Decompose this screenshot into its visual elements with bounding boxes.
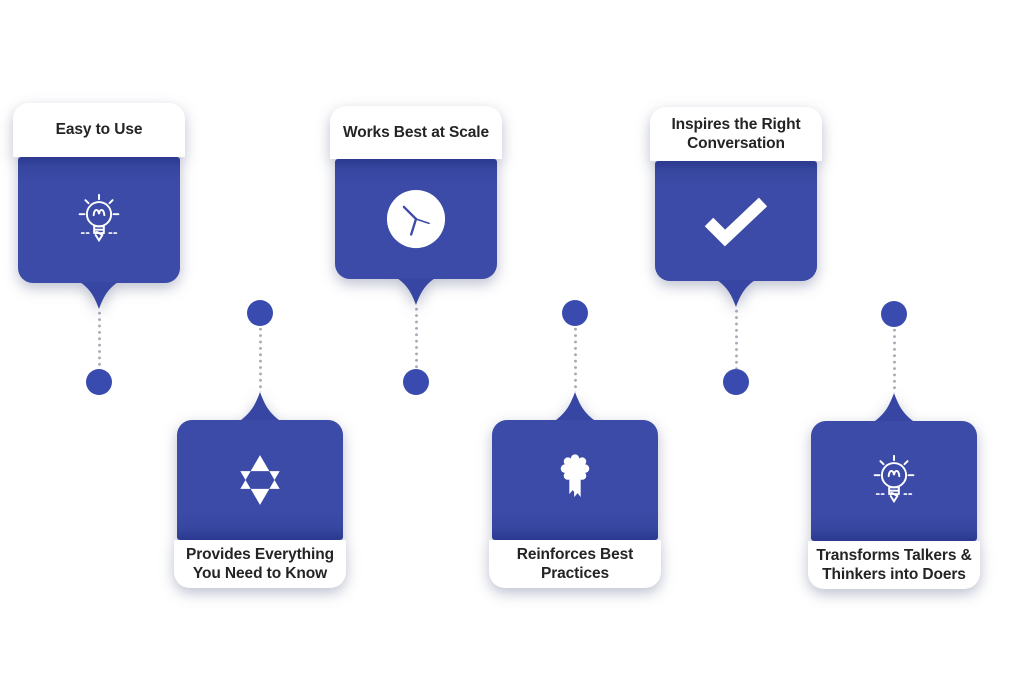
dotted-connector (97, 310, 101, 369)
connector-dot (403, 369, 429, 395)
card-title-line1: Works Best at Scale (343, 123, 489, 141)
pointer-tail-up-icon (241, 392, 279, 420)
card: Easy to Use (13, 103, 185, 309)
card-icon-panel (18, 157, 180, 283)
feature-easy-to-use: Easy to Use (13, 103, 185, 395)
card-title: Reinforces Best Practices (489, 540, 661, 588)
dotted-connector (414, 306, 418, 369)
card-icon-panel (655, 161, 817, 281)
card: Works Best at Scale (330, 106, 502, 305)
card-title-line2: Thinkers into Doers (822, 566, 966, 583)
card-title-line2: You Need to Know (192, 565, 328, 582)
award-ribbon-icon (560, 454, 590, 498)
feature-provides-everything-you-need-to-know: Provides Everything You Need to Know (174, 300, 346, 588)
star-of-david-icon (240, 455, 280, 505)
connector-dot (723, 369, 749, 395)
dotted-connector (892, 327, 896, 393)
lightbulb-icon (873, 454, 915, 504)
dotted-connector (258, 326, 262, 392)
dotted-connector (573, 326, 577, 392)
card-icon-panel (177, 420, 343, 540)
checkmark-icon (704, 197, 768, 247)
pointer-tail-down-icon (717, 280, 755, 307)
card-title: Transforms Talkers & Thinkers into Doers (808, 541, 980, 589)
feature-works-best-at-scale: Works Best at Scale (330, 106, 502, 395)
card: Reinforces Best Practices (489, 392, 661, 588)
card-title-line2: Practices (540, 565, 610, 582)
card: Provides Everything You Need to Know (174, 392, 346, 588)
lightbulb-icon (78, 193, 120, 243)
connector-dot (86, 369, 112, 395)
feature-transforms-talkers-thinkers-into-doers: Transforms Talkers & Thinkers into Doers (808, 301, 980, 589)
pointer-tail-up-icon (875, 393, 913, 421)
card-icon-panel (335, 159, 497, 279)
card-title-line1: Provides Everything (186, 545, 334, 563)
connector-dot (562, 300, 588, 326)
pointer-tail-up-icon (556, 392, 594, 420)
card-title: Provides Everything You Need to Know (174, 540, 346, 588)
card-title: Easy to Use (13, 103, 185, 157)
pointer-tail-down-icon (397, 278, 435, 305)
card-title-line1: Reinforces Best (516, 545, 634, 563)
card-title-line1: Easy to Use (55, 121, 143, 139)
dotted-connector (734, 308, 738, 369)
card-title-line1: Inspires the Right (671, 115, 801, 133)
card-icon-panel (811, 421, 977, 541)
card: Inspires the Right Conversation (650, 107, 822, 307)
card-title-line1: Transforms Talkers & (816, 546, 972, 564)
connector-dot (247, 300, 273, 326)
clock-icon (386, 189, 446, 249)
card-icon-panel (492, 420, 658, 540)
card-title-line2: Conversation (687, 135, 785, 152)
feature-inspires-the-right-conversation: Inspires the Right Conversation (650, 107, 822, 395)
card-title: Inspires the Right Conversation (650, 107, 822, 161)
card: Transforms Talkers & Thinkers into Doers (808, 393, 980, 589)
card-title: Works Best at Scale (330, 106, 502, 159)
connector-dot (881, 301, 907, 327)
feature-reinforces-best-practices: Reinforces Best Practices (489, 300, 661, 588)
pointer-tail-down-icon (80, 282, 118, 309)
